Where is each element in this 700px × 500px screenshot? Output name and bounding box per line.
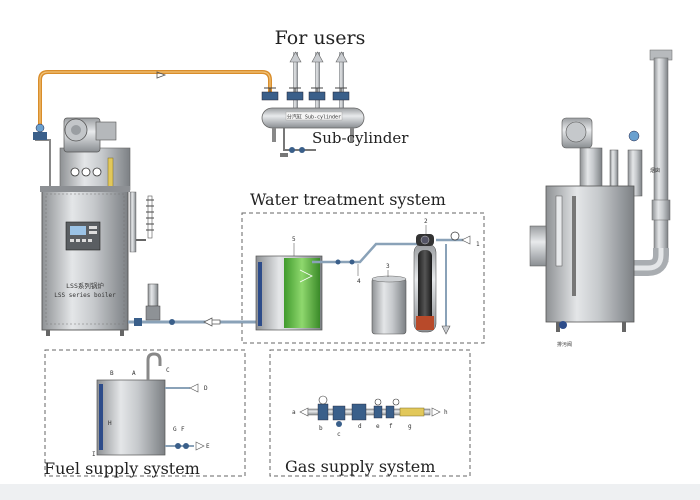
sub-cylinder-plate: 分汽缸 Sub-cylinder — [287, 114, 341, 121]
pressure-gauge-icon — [70, 167, 102, 177]
water-callout-5: 5 — [292, 236, 296, 243]
flow-arrow-icon — [203, 317, 221, 327]
fuel-callout-f: F — [181, 426, 185, 433]
fuel-callout-c: C — [166, 367, 170, 374]
steam-line — [38, 70, 272, 140]
gas-callout-a: a — [292, 409, 296, 416]
gas-callout-d: d — [358, 423, 362, 430]
flow-arrow-icon — [299, 407, 309, 417]
feed-pump — [128, 283, 256, 327]
up-arrow-icon — [311, 51, 324, 63]
boiler: LSS系列锅炉 LSS series boiler — [33, 117, 154, 336]
water-callout-3: 3 — [386, 263, 390, 270]
water-title: Water treatment system — [250, 190, 446, 209]
flow-arrow-icon — [461, 235, 471, 245]
fuel-callout-h: H — [108, 420, 112, 427]
fuel-title: Fuel supply system — [44, 459, 200, 478]
drain-valve-label: 排污阀 — [557, 341, 572, 348]
footer-band — [0, 484, 700, 500]
fuel-callout-e: E — [206, 443, 210, 450]
boiler-plate-en: LSS series boiler — [54, 292, 116, 299]
fuel-callout-d: D — [204, 385, 208, 392]
flow-arrow-icon — [156, 71, 167, 79]
flow-arrow-icon — [195, 441, 205, 451]
fuel-supply: B A C D E F G H I — [92, 352, 210, 458]
fuel-callout-a: A — [132, 370, 136, 377]
chimney-label: 烟囱 — [650, 167, 660, 174]
up-arrow-icon — [289, 51, 302, 63]
gas-callout-f: f — [389, 423, 393, 430]
gas-callout-e: e — [376, 423, 380, 430]
gas-title: Gas supply system — [285, 457, 435, 476]
gas-supply: a b c d e f g h — [292, 395, 448, 438]
sub-cylinder-title: Sub-cylinder — [312, 129, 409, 147]
up-arrow-icon — [335, 51, 348, 63]
gas-callout-g: g — [408, 423, 412, 430]
water-callout-4: 4 — [357, 278, 361, 285]
water-callout-1: 1 — [476, 241, 480, 248]
fuel-system-frame — [44, 349, 246, 477]
fuel-callout-g: G — [173, 426, 177, 433]
water-treatment: 5 4 3 2 1 — [255, 218, 480, 335]
gas-callout-h: h — [444, 409, 448, 416]
water-callout-2: 2 — [424, 218, 428, 225]
down-arrow-icon — [441, 325, 451, 335]
fuel-callout-b: B — [110, 370, 114, 377]
gas-callout-b: b — [319, 425, 323, 432]
user-pipes — [261, 51, 350, 108]
gas-system-frame — [269, 349, 471, 477]
gas-callout-c: c — [337, 431, 341, 438]
water-system-frame — [241, 212, 485, 344]
sub-cylinder: 分汽缸 Sub-cylinder — [261, 107, 365, 157]
flow-arrow-icon — [431, 407, 441, 417]
side-view-boiler: 烟囱 排污阀 — [529, 49, 673, 348]
boiler-plate-cn: LSS系列锅炉 — [66, 281, 104, 290]
fuel-callout-i: I — [92, 451, 96, 458]
flow-arrow-icon — [189, 383, 199, 393]
users-title: For users — [275, 27, 366, 49]
